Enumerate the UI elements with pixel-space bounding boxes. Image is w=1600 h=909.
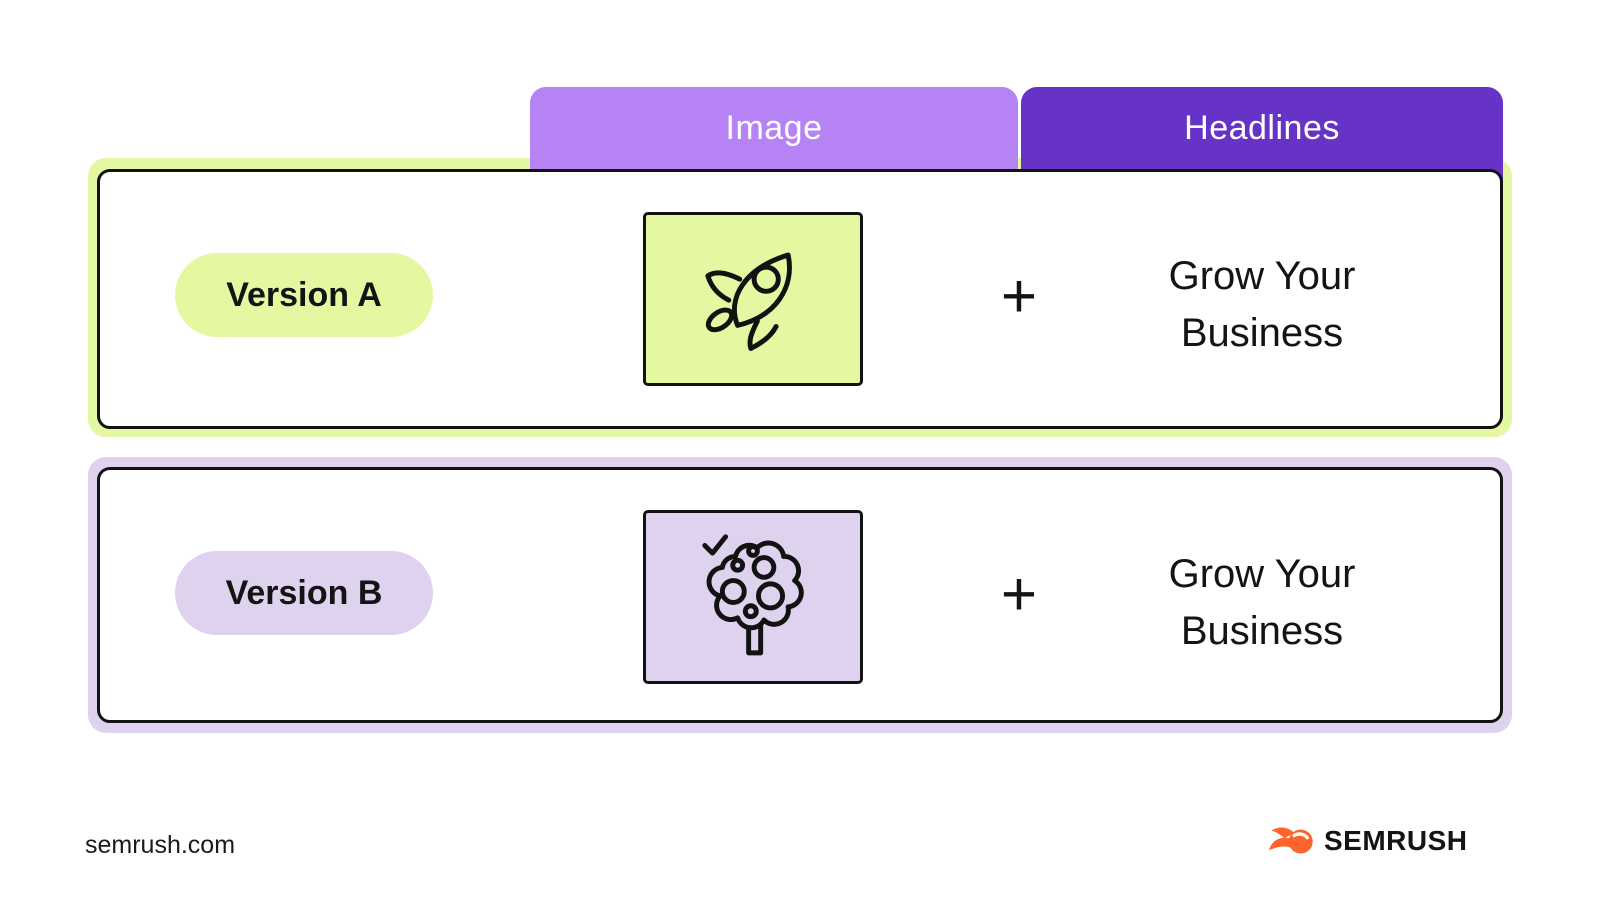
semrush-flame-icon [1268,824,1316,858]
version-a-headline: Grow Your Business [1168,254,1356,355]
check-icon [702,534,729,556]
version-a-image-box [643,212,863,386]
version-a-card: Version A + Grow Your Business [97,169,1503,429]
plus-sign: + [1000,262,1038,331]
website-caption: semrush.com [85,831,236,859]
version-b-image-box [643,510,863,684]
version-a-badge: Version A [175,253,433,337]
plus-sign: + [1000,560,1038,629]
rocket-icon [687,233,819,365]
semrush-logo: SEMRUSH [1268,824,1468,858]
version-b-headline: Grow Your Business [1168,552,1356,653]
tab-headlines-label: Headlines [1184,109,1340,147]
tree-icon [687,528,819,666]
tab-image-label: Image [725,109,823,147]
version-b-badge-label: Version B [225,573,383,612]
version-b-card: Version B + Grow Your Business [97,467,1503,723]
semrush-wordmark: SEMRUSH [1324,825,1468,856]
version-a-badge-label: Version A [226,275,382,314]
version-b-badge: Version B [175,551,433,635]
